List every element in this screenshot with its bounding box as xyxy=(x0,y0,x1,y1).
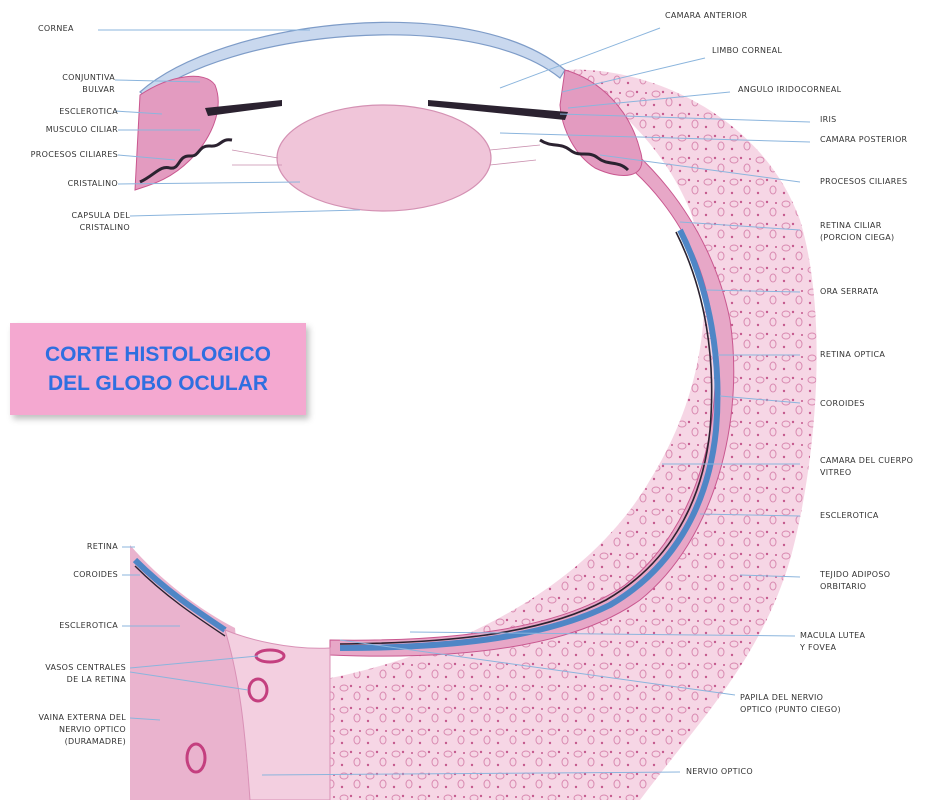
title-box: CORTE HISTOLOGICO DEL GLOBO OCULAR xyxy=(10,323,306,415)
label-cristalino: CRISTALINO xyxy=(10,178,118,190)
ciliary-body-left xyxy=(135,76,218,190)
label-ora-serrata: ORA SERRATA xyxy=(820,286,878,298)
label-iris: IRIS xyxy=(820,114,837,126)
label-macula-lutea: MACULA LUTEA Y FOVEA xyxy=(800,630,865,654)
label-limbo-corneal: LIMBO CORNEAL xyxy=(712,45,782,57)
label-camara-anterior: CAMARA ANTERIOR xyxy=(665,10,747,22)
title-line-1: CORTE HISTOLOGICO xyxy=(45,340,271,369)
label-nervio-optico: NERVIO OPTICO xyxy=(686,766,753,778)
label-retina-ciliar: RETINA CILIAR (PORCION CIEGA) xyxy=(820,220,894,244)
label-capsula: CAPSULA DEL CRISTALINO xyxy=(10,210,130,234)
label-procesos-ciliares-left: PROCESOS CILIARES xyxy=(2,149,118,161)
label-procesos-ciliares-right: PROCESOS CILIARES xyxy=(820,176,907,188)
label-esclerotica-right: ESCLEROTICA xyxy=(820,510,879,522)
label-retina-optica: RETINA OPTICA xyxy=(820,349,885,361)
label-camara-posterior: CAMARA POSTERIOR xyxy=(820,134,907,146)
label-angulo-iridocorneal: ANGULO IRIDOCORNEAL xyxy=(738,84,841,96)
label-cornea: CORNEA xyxy=(38,23,74,35)
label-conjuntiva: CONJUNTIVA BULVAR xyxy=(10,72,115,96)
label-musculo-ciliar: MUSCULO CILIAR xyxy=(4,124,118,136)
label-papila: PAPILA DEL NERVIO OPTICO (PUNTO CIEGO) xyxy=(740,692,841,716)
label-esclerotica-top: ESCLEROTICA xyxy=(10,106,118,118)
title-line-2: DEL GLOBO OCULAR xyxy=(48,369,268,398)
label-esclerotica-bottom: ESCLEROTICA xyxy=(10,620,118,632)
label-retina-bottom: RETINA xyxy=(10,541,118,553)
lens xyxy=(277,105,491,211)
label-coroides-right: COROIDES xyxy=(820,398,865,410)
label-tejido-adiposo: TEJIDO ADIPOSO ORBITARIO xyxy=(820,569,890,593)
label-camara-vitreo: CAMARA DEL CUERPO VITREO xyxy=(820,455,913,479)
label-coroides-bottom: COROIDES xyxy=(10,569,118,581)
label-vasos-centrales: VASOS CENTRALES DE LA RETINA xyxy=(4,662,126,686)
label-vaina-externa: VAINA EXTERNA DEL NERVIO OPTICO (DURAMAD… xyxy=(4,712,126,748)
sclera-left-bottom xyxy=(130,545,250,800)
